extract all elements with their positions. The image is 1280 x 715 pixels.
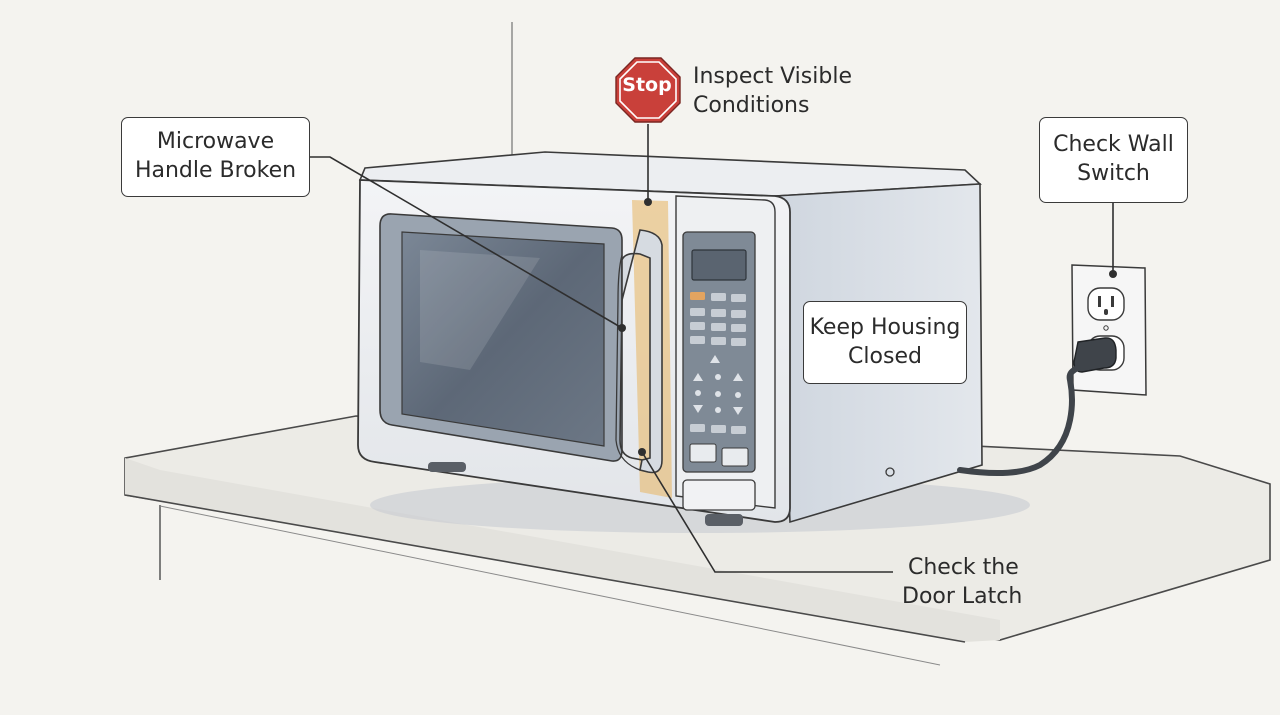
callout-wall-switch: Check Wall Switch — [1039, 117, 1188, 203]
callout-handle-line1: Microwave — [156, 129, 275, 155]
leader-lines — [310, 124, 1114, 573]
callout-door-latch-line2: Door Latch — [902, 583, 1023, 609]
wall-outlet-icon — [1071, 264, 1147, 396]
leader-dots — [618, 198, 1117, 456]
door-handle — [615, 229, 663, 474]
control-panel — [675, 195, 776, 511]
leader-door-latch — [641, 451, 893, 573]
callout-housing-line2: Closed — [848, 343, 922, 369]
callout-inspect-line1: Inspect Visible — [693, 64, 852, 89]
leader-handle — [310, 156, 623, 329]
callout-inspect-line2: Conditions — [693, 92, 810, 118]
callout-door-latch-line1: Check the — [908, 555, 1019, 580]
callout-keep-housing-closed: Keep Housing Closed — [803, 301, 967, 384]
callout-handle-line2: Handle Broken — [134, 158, 297, 183]
callout-housing-line1: Keep Housing — [809, 314, 961, 340]
callout-inspect-conditions: Inspect Visible Conditions — [693, 63, 852, 120]
callout-wall-switch-line2: Switch — [1077, 161, 1150, 186]
callout-wall-switch-line1: Check Wall — [1053, 132, 1174, 158]
stop-sign-label: Stop — [622, 74, 672, 96]
callout-handle-broken: Microwave Handle Broken — [121, 117, 310, 197]
callout-door-latch: Check the Door Latch — [902, 554, 1022, 611]
stop-sign-icon — [615, 57, 681, 123]
power-plug-icon — [957, 337, 1117, 477]
